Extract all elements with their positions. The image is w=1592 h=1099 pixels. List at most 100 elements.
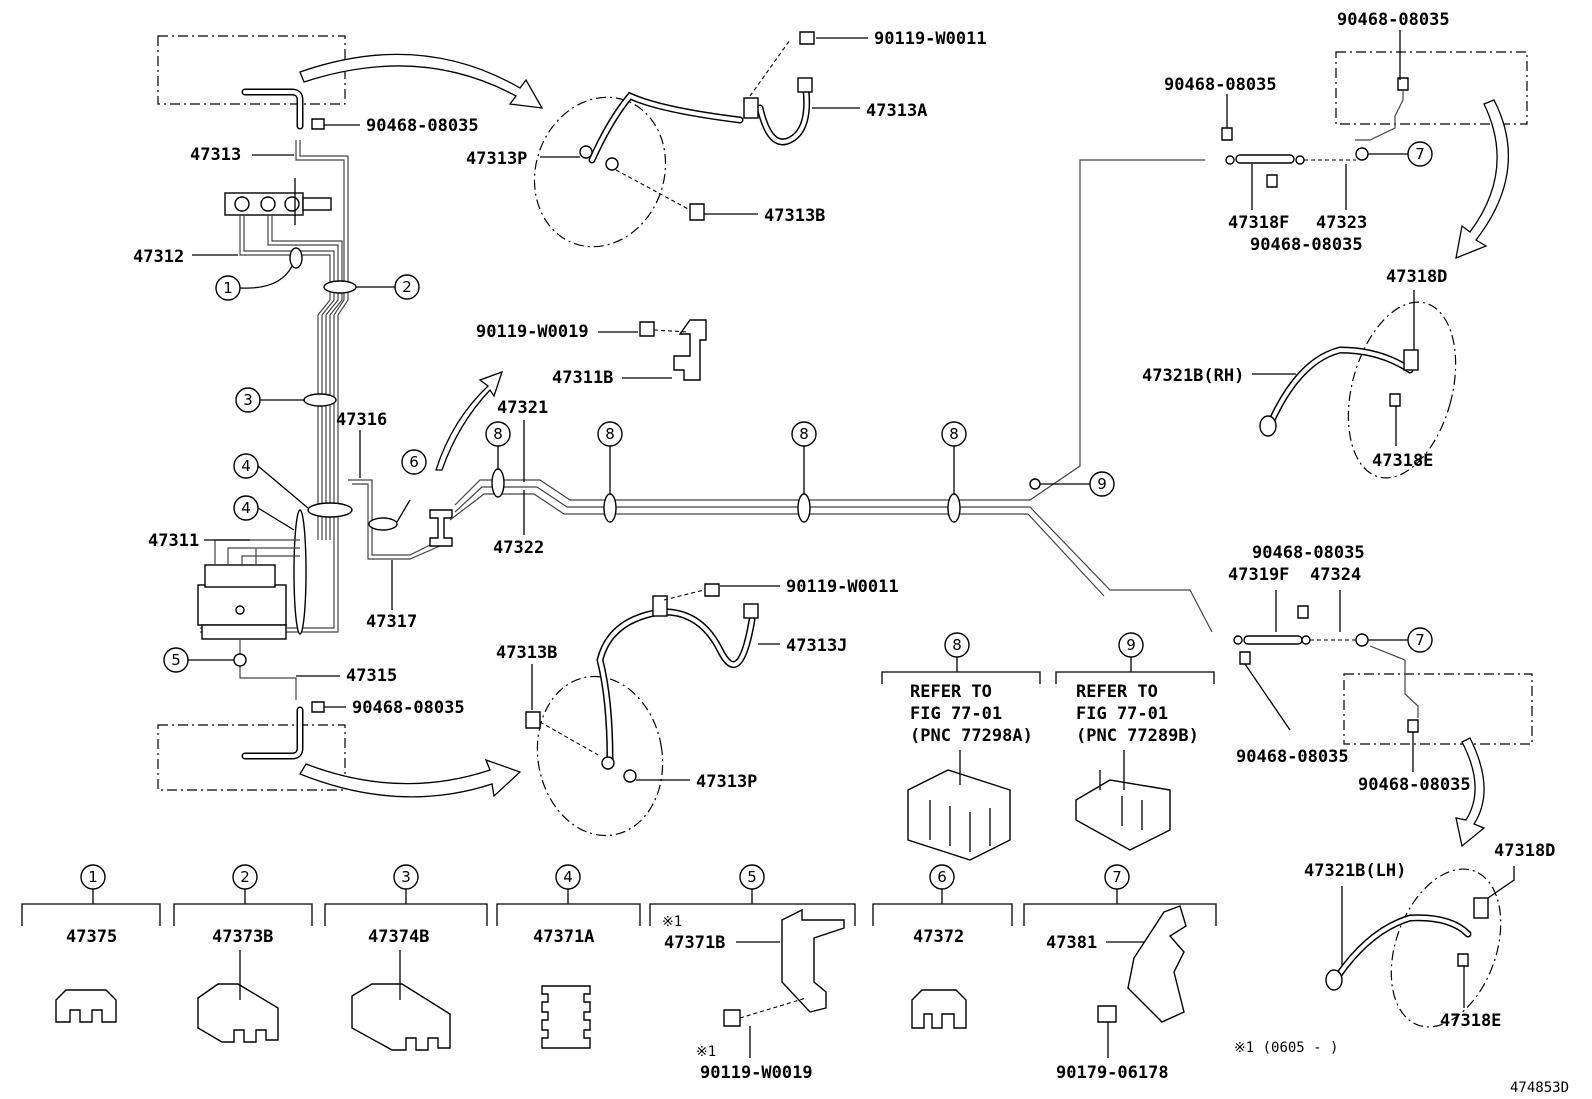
rear-tubes <box>449 159 1213 633</box>
callouts-left: 1 2 3 4 4 <box>215 247 420 635</box>
svg-text:8: 8 <box>493 425 503 443</box>
svg-text:47371B: 47371B <box>664 933 725 953</box>
label-47311B: 47311B <box>552 368 613 388</box>
svg-text:FIG 77-01: FIG 77-01 <box>1076 704 1168 724</box>
svg-text:47372: 47372 <box>913 927 964 947</box>
svg-text:7: 7 <box>1112 868 1122 886</box>
legend-item-5: 5 ※1 47371B ※1 90119-W0019 <box>649 864 856 1083</box>
label-47318E-bot: 47318E <box>1440 1011 1501 1031</box>
hose-47321B-LH <box>1325 866 1515 1028</box>
label-47322: 47322 <box>493 538 544 558</box>
svg-text:4: 4 <box>241 457 251 475</box>
svg-text:6: 6 <box>409 453 419 471</box>
svg-text:8: 8 <box>949 425 959 443</box>
label-47317: 47317 <box>366 612 417 632</box>
svg-text:8: 8 <box>952 636 962 654</box>
svg-text:3: 3 <box>401 868 411 886</box>
callout-5: 5 <box>163 647 247 673</box>
callout-9: 9 <box>1029 471 1115 497</box>
svg-text:7: 7 <box>1415 145 1425 163</box>
svg-text:47381: 47381 <box>1046 933 1097 953</box>
svg-text:90179-06178: 90179-06178 <box>1056 1063 1169 1083</box>
refer-box-8: 8 REFER TO FIG 77-01 (PNC 77298A) <box>881 632 1041 861</box>
svg-text:(PNC 77289B): (PNC 77289B) <box>1076 726 1199 746</box>
front-wheel-area-bottom <box>157 706 522 798</box>
left-pipe-bundle <box>200 140 349 633</box>
master-cylinder-47312 <box>224 178 332 225</box>
svg-text:47371A: 47371A <box>533 927 594 947</box>
label-47321: 47321 <box>497 398 548 418</box>
bracket-47311B <box>639 319 707 381</box>
clip-90468-top-left: 90468-08035 <box>311 116 479 136</box>
svg-text:6: 6 <box>937 868 947 886</box>
svg-text:8: 8 <box>799 425 809 443</box>
front-hose-detail-mid <box>525 583 759 837</box>
label-90468-r6: 90468-08035 <box>1358 775 1471 795</box>
label-47313B-top: 47313B <box>764 206 825 226</box>
svg-text:47375: 47375 <box>66 927 117 947</box>
label-47313J: 47313J <box>786 636 847 656</box>
label-90468-r4: 90468-08035 <box>1252 543 1365 563</box>
label-47318D-bot: 47318D <box>1494 841 1555 861</box>
legend-item-4: 4 47371A <box>496 864 641 1049</box>
svg-text:9: 9 <box>1097 475 1107 493</box>
label-90468-lower-left: 90468-08035 <box>352 698 465 718</box>
tube-47319F: 7 <box>1233 590 1433 731</box>
legend-item-7: 7 47381 90179-06178 <box>1023 864 1217 1083</box>
svg-text:1: 1 <box>88 868 98 886</box>
svg-text:2: 2 <box>240 868 250 886</box>
svg-text:3: 3 <box>243 391 253 409</box>
svg-text:47374B: 47374B <box>368 927 429 947</box>
label-90468-r1: 90468-08035 <box>1337 10 1450 30</box>
label-90468-r2: 90468-08035 <box>1164 75 1277 95</box>
svg-text:5: 5 <box>747 868 757 886</box>
label-47324: 47324 <box>1310 565 1361 585</box>
svg-text:4: 4 <box>563 868 573 886</box>
label-90468-r3: 90468-08035 <box>1250 235 1363 255</box>
clip-90468-lower-left: 90468-08035 <box>311 698 465 718</box>
svg-text:4: 4 <box>241 499 251 517</box>
label-90119-w0011-mid: 90119-W0011 <box>786 577 899 597</box>
tube-47318F: 7 <box>1221 94 1433 188</box>
junction-block <box>429 509 453 547</box>
abs-actuator-47311 <box>197 539 300 660</box>
legend-item-6: 6 47372 <box>872 864 1013 1029</box>
svg-text:※1: ※1 <box>662 914 682 930</box>
footnote: ※1 (0605 - ) <box>1234 1040 1338 1056</box>
label-47312: 47312 <box>133 247 184 267</box>
svg-text:9: 9 <box>1126 636 1136 654</box>
label-47313P-top: 47313P <box>466 149 527 169</box>
diagram-id: 474853D <box>1510 1080 1569 1096</box>
svg-text:(PNC 77298A): (PNC 77298A) <box>910 726 1033 746</box>
callouts-8: 8 8 8 8 <box>485 421 967 523</box>
label-47321B-RH: 47321B(RH) <box>1142 366 1244 386</box>
rear-right-area <box>1335 51 1528 260</box>
label-47313B-mid: 47313B <box>496 643 557 663</box>
svg-text:90119-W0019: 90119-W0019 <box>700 1063 813 1083</box>
label-90119-w0011-top: 90119-W0011 <box>874 29 987 49</box>
label-47319F: 47319F <box>1228 565 1289 585</box>
label-47313: 47313 <box>190 145 241 165</box>
label-47313A: 47313A <box>866 101 927 121</box>
label-47323: 47323 <box>1316 213 1367 233</box>
front-wheel-area-top <box>157 35 544 130</box>
label-90119-w0019: 90119-W0019 <box>476 322 589 342</box>
svg-text:FIG 77-01: FIG 77-01 <box>910 704 1002 724</box>
front-hose-detail-top <box>533 31 815 248</box>
svg-text:2: 2 <box>402 278 412 296</box>
legend: 1 47375 2 47373B 3 47374B 4 47371A <box>21 864 1217 1083</box>
label-47318D-top: 47318D <box>1386 267 1447 287</box>
svg-text:5: 5 <box>171 651 181 669</box>
label-90468-top-left: 90468-08035 <box>366 116 479 136</box>
label-47318F: 47318F <box>1228 213 1289 233</box>
legend-item-3: 3 47374B <box>324 864 488 1051</box>
label-47321B-LH: 47321B(LH) <box>1304 861 1406 881</box>
hose-47321B-RH <box>1259 290 1457 479</box>
svg-text:REFER TO: REFER TO <box>910 682 992 702</box>
refer-box-9: 9 REFER TO FIG 77-01 (PNC 77289B) <box>1055 632 1215 851</box>
svg-text:※1: ※1 <box>696 1044 716 1060</box>
svg-text:47373B: 47373B <box>212 927 273 947</box>
label-47318E-top: 47318E <box>1372 451 1433 471</box>
